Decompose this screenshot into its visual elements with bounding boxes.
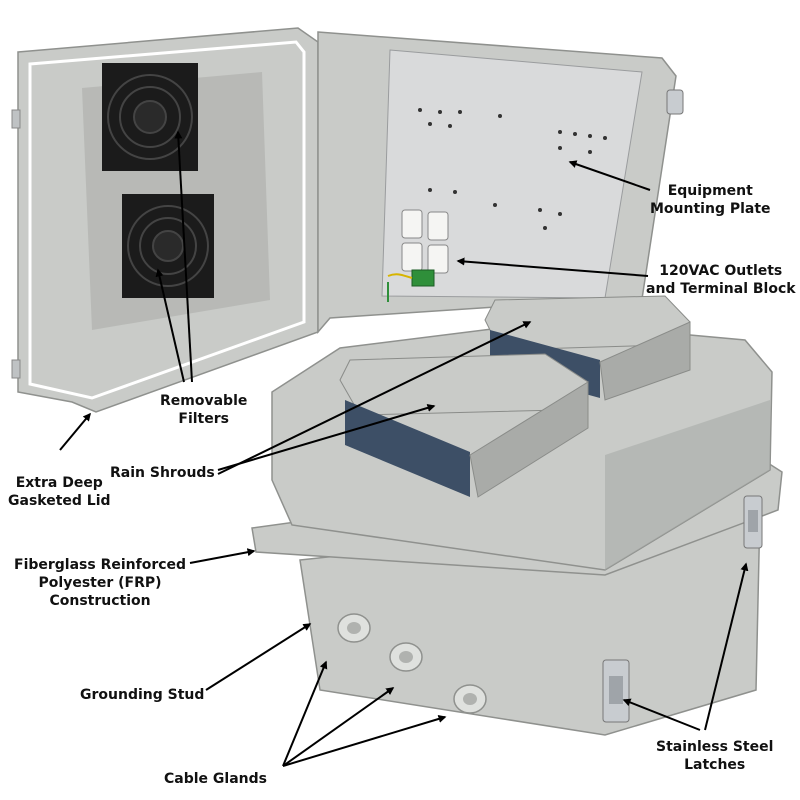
arrow-shroud-front <box>217 404 436 471</box>
callout-line: Removable <box>160 393 248 409</box>
arrow-equipment-plate <box>568 160 651 191</box>
arrow-gland-1 <box>282 660 328 767</box>
arrow-filter-bottom <box>155 268 185 383</box>
callout-outlets: 120VAC Outlets and Terminal Block <box>646 262 796 298</box>
callout-line: Filters <box>178 411 229 427</box>
latch-front <box>602 659 630 723</box>
callout-cable-glands: Cable Glands <box>164 770 267 788</box>
callout-frp: Fiberglass Reinforced Polyester (FRP) Co… <box>14 556 186 610</box>
arrow-outlets <box>456 257 649 277</box>
lid-fan-top <box>102 63 198 171</box>
callout-line: and Terminal Block <box>646 281 796 297</box>
cable-gland-3 <box>453 684 487 714</box>
callout-line: Gasketed Lid <box>8 493 111 509</box>
terminal-block <box>387 269 435 302</box>
arrow-filter-top <box>174 130 193 383</box>
callout-line: Polyester (FRP) <box>38 575 162 591</box>
callout-filters: Removable Filters <box>160 392 247 428</box>
callout-line: Extra Deep <box>15 475 103 491</box>
callout-line: Cable Glands <box>164 771 267 787</box>
callout-line: Rain Shrouds <box>110 465 215 481</box>
callout-lid: Extra Deep Gasketed Lid <box>8 474 111 510</box>
outlets <box>401 209 449 274</box>
callout-line: Equipment <box>667 183 753 199</box>
arrow-latch-side <box>704 562 749 731</box>
callout-line: 120VAC Outlets <box>659 263 783 279</box>
lid-fan-bottom <box>122 194 214 298</box>
callout-line: Mounting Plate <box>650 201 771 217</box>
callout-arrows <box>59 130 749 767</box>
arrow-shroud-rear <box>217 321 532 475</box>
cable-gland-2 <box>389 642 423 672</box>
rain-shroud-front <box>339 353 589 498</box>
arrow-gland-2 <box>282 687 395 767</box>
callout-rain-shrouds: Rain Shrouds <box>110 464 215 482</box>
arrow-grounding-stud <box>205 623 312 691</box>
arrow-latch-front <box>622 698 701 731</box>
latch-right-side <box>743 495 763 549</box>
callout-equipment-plate: Equipment Mounting Plate <box>650 182 771 218</box>
callout-line: Stainless Steel <box>656 739 774 755</box>
callout-line: Latches <box>684 757 746 773</box>
arrow-frp <box>189 548 256 564</box>
callout-latches: Stainless Steel Latches <box>656 738 773 774</box>
arrow-gland-3 <box>282 715 447 767</box>
callout-line: Fiberglass Reinforced <box>14 557 187 573</box>
callout-line: Construction <box>49 593 151 609</box>
callout-line: Grounding Stud <box>80 687 205 703</box>
arrow-lid <box>59 412 91 451</box>
cable-gland-1 <box>337 613 371 643</box>
callout-grounding-stud: Grounding Stud <box>80 686 204 704</box>
